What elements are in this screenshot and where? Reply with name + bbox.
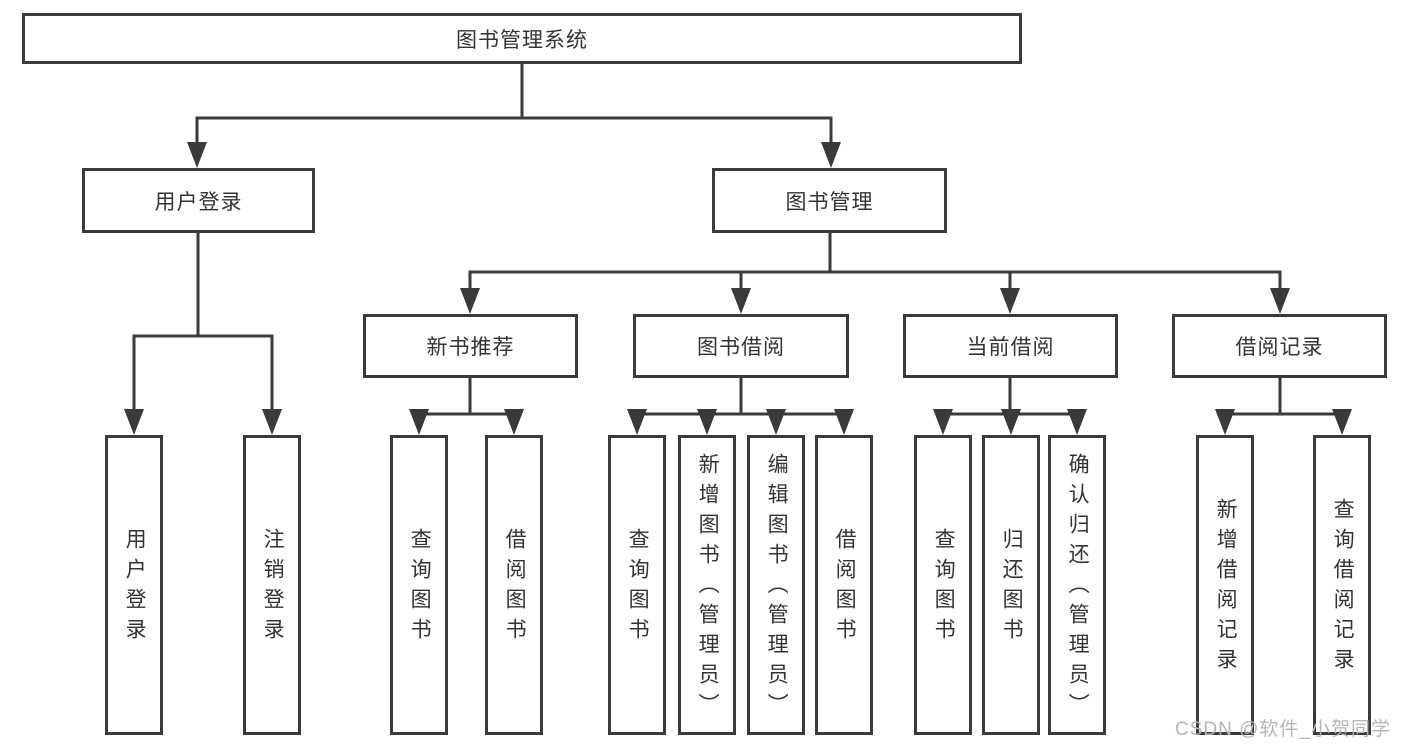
node-label: 图书管理	[785, 190, 874, 214]
node-label: 借阅记录	[1235, 336, 1324, 359]
leaf-query-borrow-record: 查询借阅记录	[1313, 435, 1371, 735]
leaf-user-login: 用户登录	[105, 435, 163, 735]
leaf-query-books-current: 查询图书	[914, 435, 972, 735]
node-new-book-recommend: 新书推荐	[363, 314, 578, 378]
node-book-management-branch: 图书管理	[712, 168, 947, 233]
node-label: 当前借阅	[966, 336, 1055, 359]
node-label: 查询借阅记录	[1331, 498, 1355, 678]
leaf-borrow-books-recommend: 借阅图书	[485, 435, 543, 735]
node-label: 新增借阅记录	[1214, 498, 1238, 678]
csdn-watermark: CSDN @软件_小贺同学	[1175, 719, 1391, 740]
node-book-borrow: 图书借阅	[633, 314, 849, 378]
node-label: 图书借阅	[697, 336, 785, 359]
node-current-borrow: 当前借阅	[903, 314, 1118, 378]
node-label: 新书推荐	[426, 336, 515, 359]
node-label: 查询图书	[932, 528, 956, 648]
leaf-return-books: 归还图书	[982, 435, 1040, 735]
node-label: 图书管理系统	[456, 28, 588, 52]
leaf-borrow-books: 借阅图书	[815, 435, 873, 735]
node-label: 归还图书	[1000, 528, 1024, 648]
node-label: 借阅图书	[833, 528, 857, 648]
leaf-confirm-return-admin: 确认归还（管理员）	[1048, 435, 1106, 735]
leaf-logout: 注销登录	[243, 435, 301, 735]
leaf-add-borrow-record: 新增借阅记录	[1196, 435, 1254, 735]
node-label: 查询图书	[408, 528, 432, 648]
node-label: 注销登录	[261, 528, 285, 648]
leaf-edit-books-admin: 编辑图书（管理员）	[747, 435, 805, 735]
node-borrow-records: 借阅记录	[1172, 314, 1387, 378]
node-user-login-branch: 用户登录	[82, 168, 315, 233]
node-label: 用户登录	[154, 190, 243, 214]
leaf-query-books-borrow: 查询图书	[608, 435, 666, 735]
node-label: 确认归还（管理员）	[1066, 453, 1090, 723]
node-root-system: 图书管理系统	[22, 13, 1022, 64]
leaf-add-books-admin: 新增图书（管理员）	[678, 435, 736, 735]
node-label: 新增图书（管理员）	[696, 453, 720, 723]
leaf-query-books-recommend: 查询图书	[390, 435, 448, 735]
node-label: 编辑图书（管理员）	[765, 453, 789, 723]
node-label: 查询图书	[626, 528, 650, 648]
node-label: 借阅图书	[503, 528, 527, 648]
node-label: 用户登录	[123, 528, 147, 648]
